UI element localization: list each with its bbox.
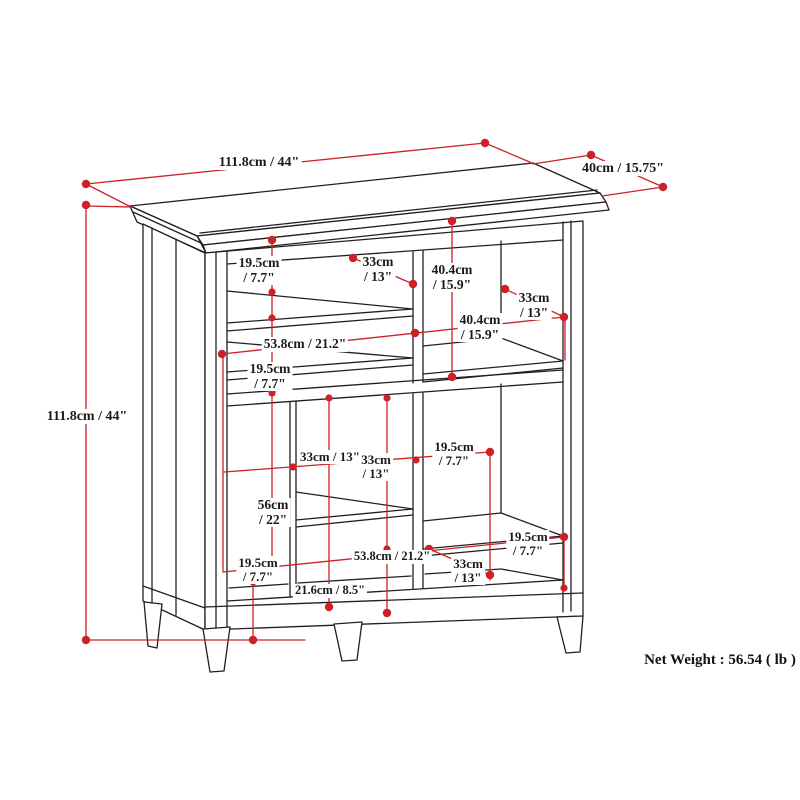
dim-upper-shelf-depth: 33cm/ 13" [360, 254, 396, 285]
cabinet-structure [129, 162, 610, 673]
dim-top-depth: 40cm / 15.75" [579, 161, 667, 177]
front-left-leg [202, 626, 231, 673]
dim-upper-left-shelf-height: 19.5cm/ 7.7" [236, 255, 282, 286]
dim-upper-right-opening-height: 40.4cm/ 15.9" [429, 262, 475, 293]
dim-upper-right-width: 40.4cm/ 15.9" [457, 312, 503, 343]
dim-base-opening-width: 21.6cm / 8.5" [292, 583, 368, 598]
dim-mid-left-shelf-height: 19.5cm/ 7.7" [247, 361, 293, 392]
dim-lower-right-width: 19.5cm/ 7.7" [432, 439, 476, 469]
dim-right-shelf-depth: 33cm/ 13" [516, 290, 552, 321]
back-left-leg [143, 601, 163, 649]
dim-upper-shelf-width: 53.8cm / 21.2" [261, 336, 349, 352]
dim-overall-height: 111.8cm / 44" [44, 409, 130, 425]
net-weight-text: Net Weight : 56.54 ( lb ) [644, 652, 796, 668]
interior-floor [226, 568, 564, 602]
legs [143, 601, 584, 673]
dim-top-width: 111.8cm / 44" [216, 155, 302, 171]
dim-right-shelf-floor-height: 19.5cm/ 7.7" [506, 529, 550, 559]
lower-middle-shelf [295, 491, 414, 528]
dim-base-left-height: 19.5cm/ 7.7" [236, 555, 280, 585]
dim-lower-shelf-depth: 33cm/ 13" [451, 556, 485, 586]
dim-lower-mid-width-a: 33cm / 13" [298, 449, 362, 465]
dim-lower-shelf-width: 53.8cm / 21.2" [351, 549, 433, 564]
dim-lower-mid-width-b: 33cm/ 13" [359, 452, 393, 482]
dim-lower-section-height: 56cm/ 22" [255, 497, 291, 528]
front-right-leg [556, 615, 584, 654]
center-leg [333, 621, 363, 662]
